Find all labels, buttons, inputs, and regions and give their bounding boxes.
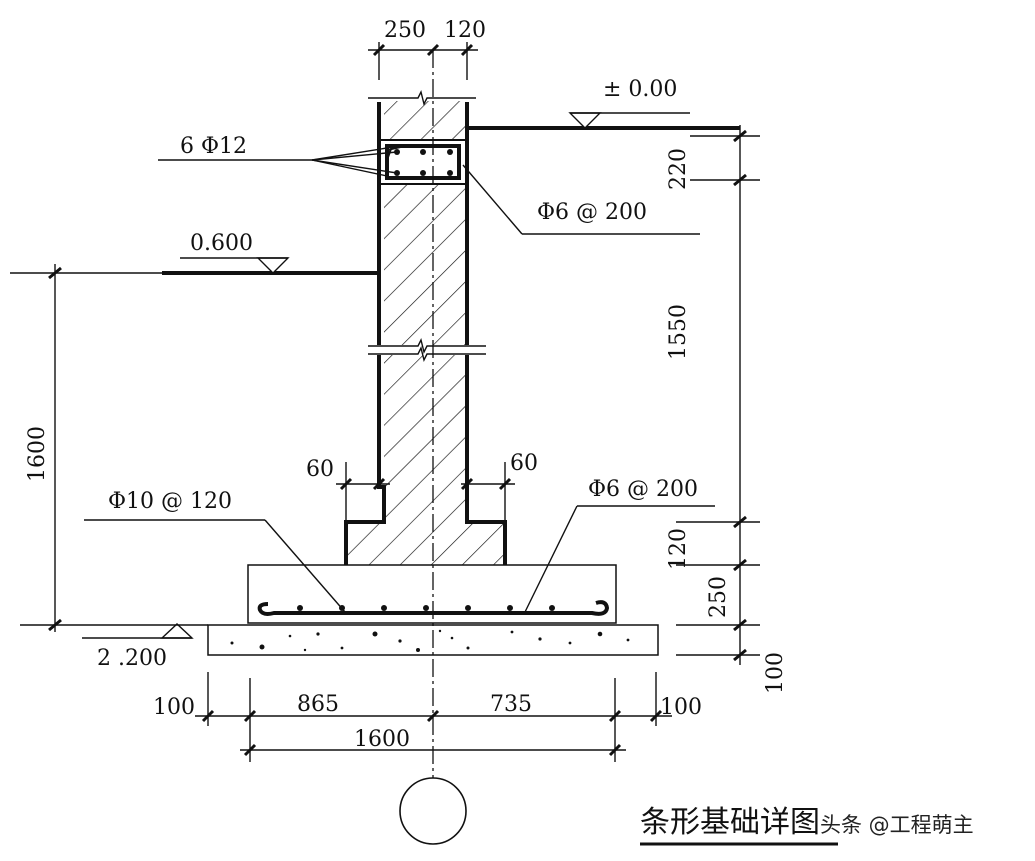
dim-cushion-height: 100 bbox=[763, 652, 788, 694]
ground-line bbox=[467, 112, 740, 130]
dim-left bbox=[10, 264, 208, 632]
wall-outline-right bbox=[465, 102, 507, 565]
break-line-top bbox=[368, 89, 476, 107]
label-base-main: Φ10 @ 120 bbox=[108, 489, 232, 514]
dim-wall-height: 1550 bbox=[666, 304, 691, 360]
dim-base-left: 865 bbox=[297, 692, 339, 717]
dim-steps bbox=[336, 462, 515, 520]
dim-footing-height: 250 bbox=[706, 576, 731, 618]
dim-right bbox=[676, 125, 760, 665]
leaders bbox=[84, 147, 715, 613]
indoor-line bbox=[162, 257, 379, 275]
elevation-bottom: 2 .200 bbox=[97, 646, 167, 671]
dim-wall-left: 250 bbox=[384, 18, 426, 43]
label-base-dist: Φ6 @ 200 bbox=[588, 477, 698, 502]
dim-step-right: 60 bbox=[510, 451, 538, 476]
dim-base-total: 1600 bbox=[354, 727, 410, 752]
drawing-title: 条形基础详图 bbox=[640, 805, 820, 840]
dim-cushion-left: 100 bbox=[153, 695, 195, 720]
dim-wall-right: 120 bbox=[444, 18, 486, 43]
dim-bottom bbox=[195, 672, 672, 762]
elevation-indoor: 0.600 bbox=[190, 231, 253, 256]
label-beam-main: 6 Φ12 bbox=[180, 134, 247, 159]
dim-beam-height: 220 bbox=[666, 148, 691, 190]
dim-depth: 1600 bbox=[25, 426, 50, 482]
dim-cushion-right: 100 bbox=[660, 695, 702, 720]
wall-outline-left bbox=[344, 102, 386, 565]
label-beam-stirrup: Φ6 @ 200 bbox=[537, 200, 647, 225]
dim-base-right: 735 bbox=[490, 692, 532, 717]
axis-bubble bbox=[399, 777, 467, 845]
dim-step-height: 120 bbox=[666, 528, 691, 570]
dim-step-left: 60 bbox=[306, 457, 334, 482]
break-line-mid bbox=[368, 337, 486, 355]
dim-top bbox=[368, 42, 478, 80]
elevation-ground: ± 0.00 bbox=[603, 77, 677, 102]
wall-body bbox=[344, 89, 507, 565]
watermark: 头条 @工程萌主 bbox=[820, 813, 974, 837]
bottom-elevation-mark bbox=[82, 623, 194, 639]
